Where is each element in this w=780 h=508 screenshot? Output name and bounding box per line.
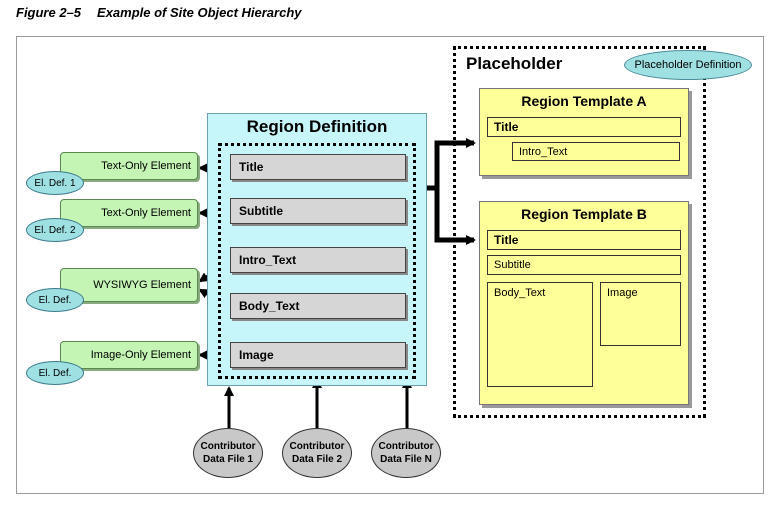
element-text-only-1: Text-Only Element — [60, 152, 198, 180]
field-title: Title — [230, 154, 406, 180]
template-b-subtitle-box: Subtitle — [487, 255, 681, 275]
field-subtitle: Subtitle — [230, 198, 406, 224]
field-image: Image — [230, 342, 406, 368]
template-a-intro-box: Intro_Text — [512, 142, 680, 161]
element-text-only-2: Text-Only Element — [60, 199, 198, 227]
element-def-2-oval: El. Def. 2 — [26, 218, 84, 242]
placeholder-title: Placeholder — [466, 54, 563, 73]
placeholder-frame — [453, 46, 706, 418]
element-def-1-oval: El. Def. 1 — [26, 171, 84, 195]
field-body-text: Body_Text — [230, 293, 406, 319]
figure-caption: Figure 2–5 Example of Site Object Hierarc… — [16, 5, 302, 20]
template-b-title-box: Title — [487, 230, 681, 250]
template-a-title-box: Title — [487, 117, 681, 137]
figure-number: Figure 2–5 — [16, 5, 82, 20]
region-template-b-title: Region Template B — [521, 206, 647, 222]
element-def-4-oval: El. Def. — [26, 361, 84, 385]
element-image-only: Image-Only Element — [60, 341, 198, 369]
connector-region-to-template-b — [434, 188, 476, 245]
region-definition-dotted-frame — [218, 143, 416, 379]
region-template-a-title: Region Template A — [521, 93, 647, 109]
field-intro-text: Intro_Text — [230, 247, 406, 273]
figure-title: Example of Site Object Hierarchy — [97, 5, 302, 20]
region-definition-title: Region Definition — [246, 117, 388, 136]
placeholder-definition-oval: Placeholder Definition — [624, 50, 752, 80]
element-def-3-oval: El. Def. — [26, 288, 84, 312]
template-b-body-box: Body_Text — [487, 282, 593, 387]
diagram-frame — [16, 36, 764, 494]
template-b-image-box: Image — [600, 282, 681, 346]
